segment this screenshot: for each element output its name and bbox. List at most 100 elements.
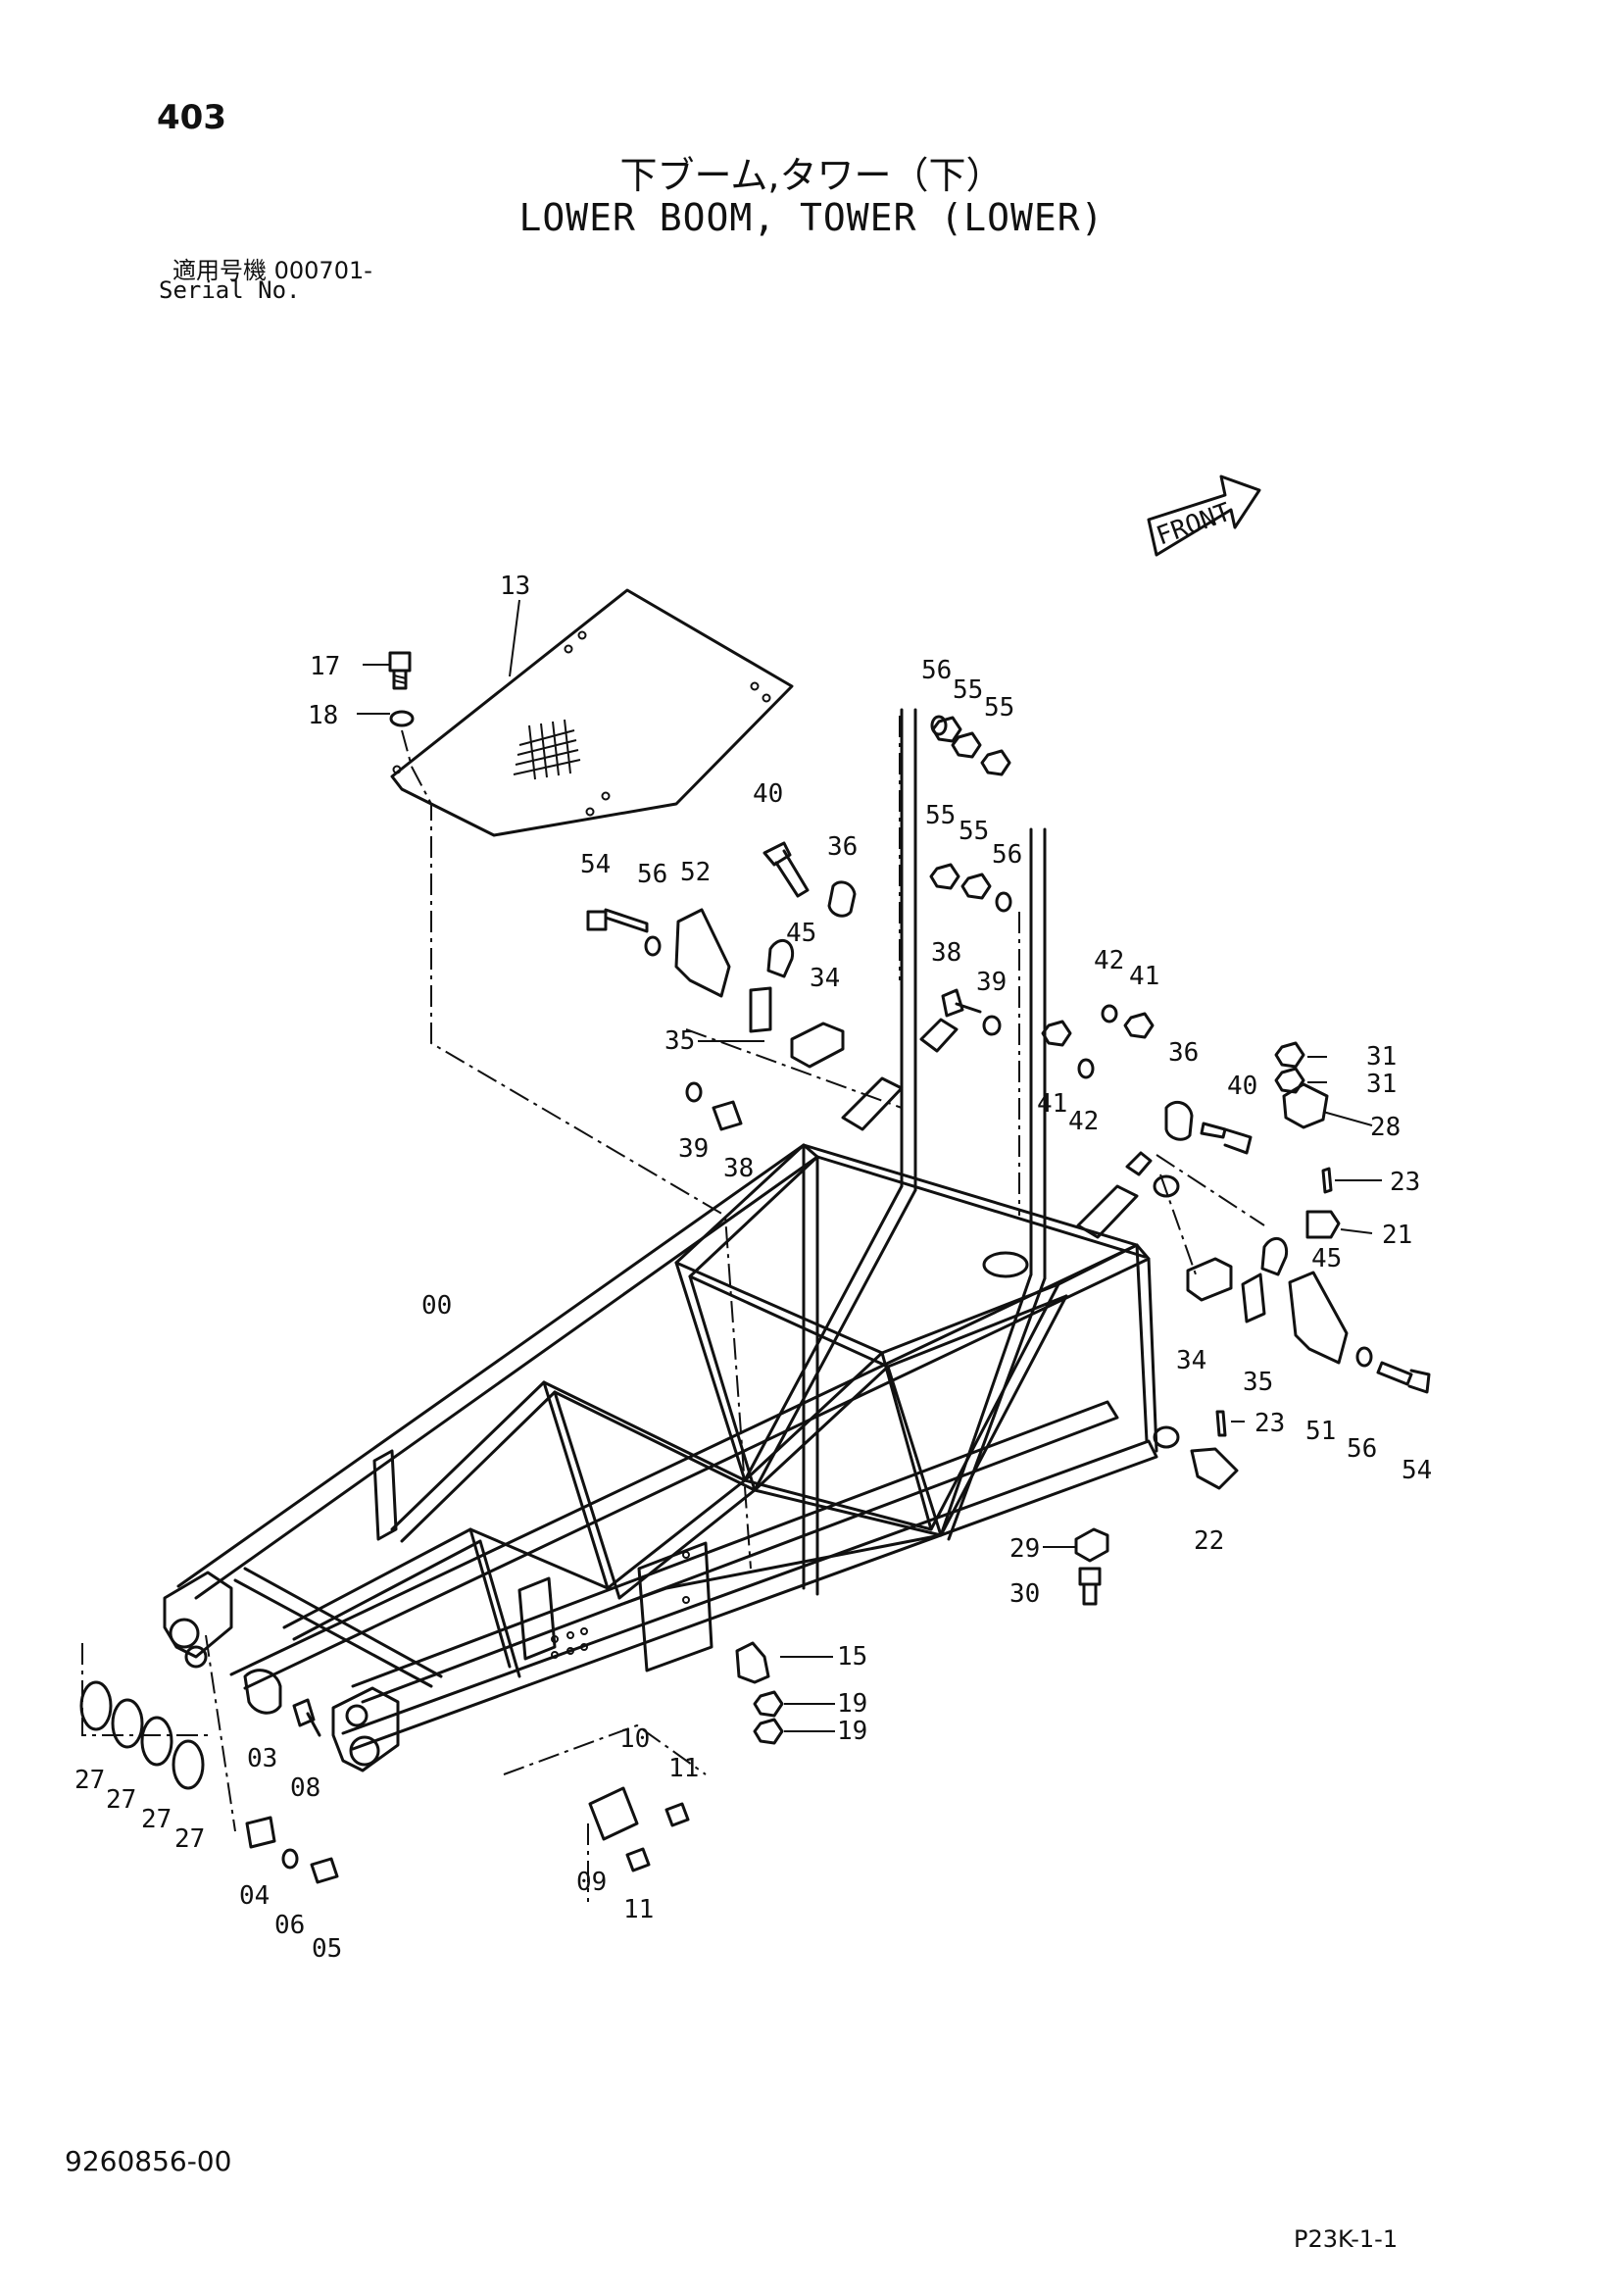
washer-icon <box>982 1015 1002 1036</box>
bolt-icon <box>1200 1122 1253 1155</box>
plate-icon <box>245 1816 276 1849</box>
pin-icon <box>1321 1167 1333 1194</box>
mesh-grid-icon <box>513 719 581 780</box>
snap-ring-icon <box>79 1680 113 1731</box>
serial-label-japanese: 適用号機 000701- <box>172 257 372 284</box>
lock-pin-icon <box>766 938 795 978</box>
callout-11: 11 <box>668 1754 699 1783</box>
bolt-icon <box>712 1100 743 1131</box>
callout-36: 36 <box>827 832 858 862</box>
callout-42: 42 <box>1068 1107 1099 1136</box>
bolt-icon <box>292 1698 321 1737</box>
callout-40: 40 <box>753 779 783 809</box>
callout-19: 19 <box>837 1717 867 1746</box>
bolt-icon <box>388 651 412 690</box>
callout-30: 30 <box>1009 1579 1040 1609</box>
callout-09: 09 <box>576 1868 607 1897</box>
callout-34: 34 <box>1176 1346 1206 1375</box>
screw-icon <box>664 1802 690 1827</box>
lock-plate-icon <box>1288 1271 1349 1365</box>
callout-05: 05 <box>312 1934 342 1964</box>
bolt-icon <box>941 988 982 1018</box>
bolt-icon <box>586 908 649 933</box>
nut-icon <box>1274 1041 1305 1069</box>
callout-27: 27 <box>74 1766 105 1795</box>
callout-15: 15 <box>837 1642 867 1672</box>
washer-icon <box>389 710 415 727</box>
snap-ring-icon <box>111 1698 144 1749</box>
callout-55: 55 <box>959 817 989 846</box>
page-title-japanese: 下ブーム,タワー（下） <box>619 154 1004 197</box>
callout-55: 55 <box>953 675 983 705</box>
callout-labels: 13 17 18 56 55 55 40 36 55 55 56 54 56 5… <box>74 572 1432 1964</box>
bolt-icon <box>1376 1361 1431 1394</box>
nut-icon <box>753 1690 784 1718</box>
plate-icon <box>588 1786 639 1841</box>
bolt-icon <box>762 841 810 898</box>
callout-21: 21 <box>1382 1221 1412 1250</box>
callout-08: 08 <box>290 1773 320 1803</box>
cover-plate <box>390 588 794 837</box>
callout-40: 40 <box>1227 1072 1257 1101</box>
nut-icon <box>1041 1020 1072 1047</box>
nut-icon <box>929 863 960 890</box>
callout-38: 38 <box>931 938 961 968</box>
callout-06: 06 <box>274 1911 305 1940</box>
callout-10: 10 <box>619 1724 650 1754</box>
callout-45: 45 <box>786 919 816 948</box>
block-icon <box>790 1022 845 1069</box>
callout-35: 35 <box>1243 1368 1273 1397</box>
callout-22: 22 <box>1194 1526 1224 1556</box>
callout-56: 56 <box>992 840 1022 870</box>
washer-icon <box>930 715 948 736</box>
bolt-icon <box>310 1857 339 1884</box>
document-number: 9260856-00 <box>65 2145 232 2177</box>
callout-18: 18 <box>308 701 338 730</box>
callout-17: 17 <box>310 652 340 681</box>
callout-52: 52 <box>680 858 711 887</box>
callout-11: 11 <box>623 1895 654 1924</box>
nut-icon <box>960 873 992 900</box>
washer-icon <box>995 891 1012 913</box>
callout-23: 23 <box>1390 1168 1420 1197</box>
callout-31: 31 <box>1366 1070 1397 1099</box>
snap-ring-icon <box>140 1716 173 1767</box>
callout-38: 38 <box>723 1154 754 1183</box>
washer-icon <box>685 1081 703 1103</box>
washer-icon <box>281 1848 299 1870</box>
clip-icon <box>1241 1273 1266 1323</box>
callout-56: 56 <box>921 656 952 685</box>
callout-42: 42 <box>1094 946 1124 975</box>
page-number: 403 <box>157 98 226 137</box>
pin-icon <box>1215 1410 1227 1437</box>
callout-04: 04 <box>239 1881 270 1911</box>
callout-29: 29 <box>1009 1534 1040 1564</box>
callout-39: 39 <box>976 968 1007 997</box>
callout-39: 39 <box>678 1134 709 1164</box>
nut-icon <box>951 731 982 759</box>
callout-28: 28 <box>1370 1113 1401 1142</box>
callout-27: 27 <box>141 1805 172 1834</box>
callout-54: 54 <box>580 850 611 879</box>
callout-36: 36 <box>1168 1038 1199 1068</box>
washer-icon <box>1355 1346 1373 1368</box>
callout-51: 51 <box>1305 1417 1336 1446</box>
bushing-icon <box>1164 1100 1194 1141</box>
lower-boom-frame <box>163 708 1180 1772</box>
block-icon <box>1186 1257 1233 1302</box>
pin-icon <box>1190 1447 1239 1490</box>
bushing-icon <box>827 880 857 918</box>
nut-icon <box>931 716 962 743</box>
pin-icon <box>1305 1210 1341 1239</box>
clamp-icon <box>1074 1527 1109 1563</box>
page-title-english: LOWER BOOM, TOWER (LOWER) <box>518 196 1105 239</box>
clamp-icon <box>735 1641 770 1684</box>
snap-ring-icon <box>172 1739 205 1790</box>
washer-icon <box>644 935 662 957</box>
callout-34: 34 <box>810 964 840 993</box>
callout-23: 23 <box>1254 1409 1285 1438</box>
nut-icon <box>1274 1067 1305 1094</box>
nut-icon <box>753 1718 784 1745</box>
nut-icon <box>980 749 1011 776</box>
